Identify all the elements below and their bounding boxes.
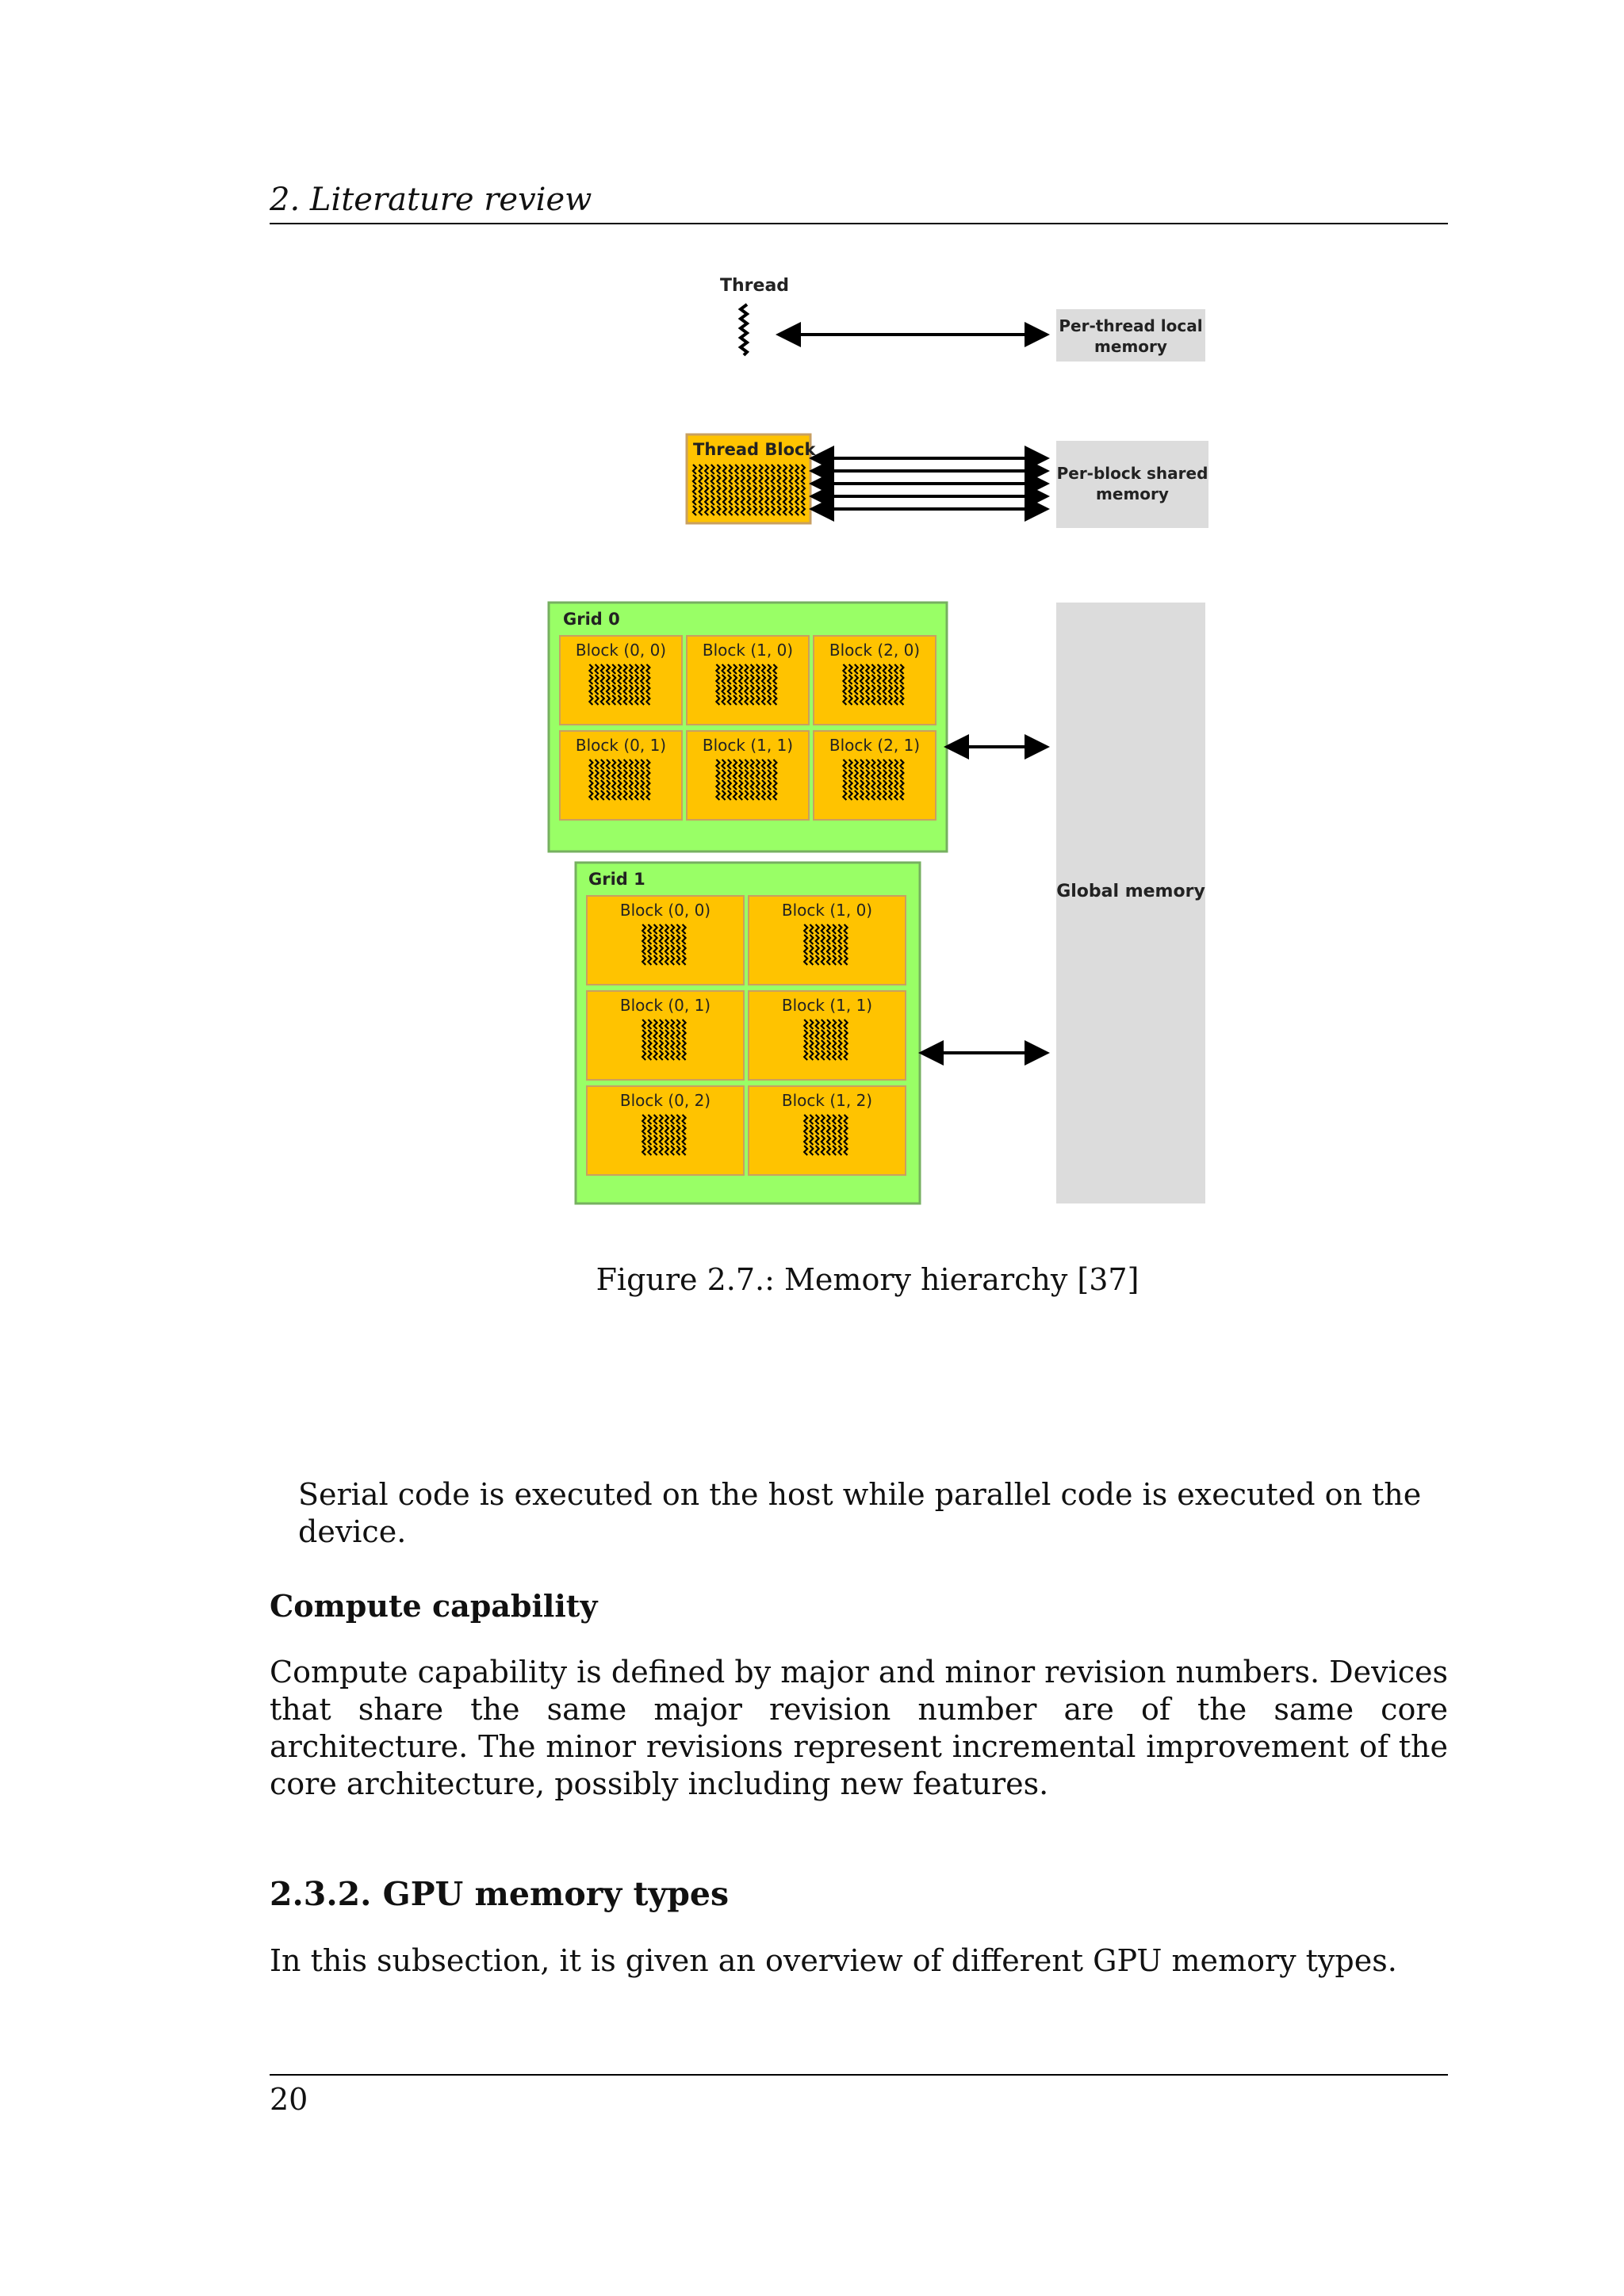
grid-1-block-2: Block (1, 0) — [748, 895, 906, 985]
global-memory-box — [1056, 603, 1205, 1203]
block-label: Block (0, 0) — [620, 901, 710, 920]
thread-squiggle-icon — [737, 303, 750, 357]
running-header: 2. Literature review — [270, 182, 592, 218]
grid-1-label: Grid 1 — [588, 870, 645, 889]
grid-0-blocks: Block (0, 0) Block (1, 0) Block (2, 0) Bloc… — [559, 635, 936, 821]
thread-squiggle-icon — [841, 759, 905, 801]
figure-caption: Figure 2.7.: Memory hierarchy [37] — [596, 1262, 1139, 1297]
grid-1-block-1: Block (0, 0) — [586, 895, 745, 985]
grid-0-label: Grid 0 — [563, 610, 620, 629]
block-label: Block (1, 0) — [703, 641, 793, 660]
memory-hierarchy-diagram: Thread Per-thread local memory Thread Bl… — [547, 276, 1208, 1205]
block-label: Block (1, 2) — [782, 1091, 872, 1110]
global-memory-label: Global memory — [1056, 882, 1205, 901]
thread-label: Thread — [720, 276, 789, 296]
grid-0-block-5: Block (1, 1) — [686, 730, 810, 821]
thread-block-label: Thread Block — [693, 440, 816, 459]
local-memory-box — [1056, 309, 1205, 362]
block-label: Block (1, 0) — [782, 901, 872, 920]
thread-squiggle-icon — [802, 924, 849, 966]
compute-capability-paragraph: Compute capability is defined by major a… — [270, 1655, 1449, 1801]
grid-0-block-3: Block (2, 0) — [813, 635, 936, 725]
thread-squiggle-icon — [841, 664, 905, 706]
shared-memory-label-1: Per-block shared — [1057, 464, 1208, 483]
block-label: Block (1, 1) — [782, 996, 872, 1015]
grid-1-block-5: Block (0, 2) — [586, 1085, 745, 1176]
block-box — [686, 635, 810, 725]
grid-0-block-6: Block (2, 1) — [813, 730, 936, 821]
block-box — [813, 635, 936, 725]
shared-memory-arrows — [809, 446, 1050, 522]
block-label: Block (2, 0) — [829, 641, 920, 660]
local-memory-label-2: memory — [1094, 337, 1167, 356]
gpu-memory-paragraph: In this subsection, it is given an overv… — [270, 1943, 1397, 1978]
block-label: Block (1, 1) — [703, 736, 793, 755]
thread-squiggle-icon — [641, 1114, 688, 1156]
page-number: 20 — [270, 2082, 308, 2117]
thread-squiggle-icon — [714, 664, 778, 706]
memory-hierarchy-figure: Thread Per-thread local memory Thread Bl… — [539, 270, 1221, 1300]
local-memory-label-1: Per-thread local — [1059, 316, 1202, 335]
footer-rule — [270, 2074, 1448, 2076]
block-box — [559, 730, 683, 821]
thread-squiggle-icon — [802, 1114, 849, 1156]
grid-0-block-1: Block (0, 0) — [559, 635, 683, 725]
block-box — [686, 730, 810, 821]
block-box — [586, 895, 745, 985]
thread-squiggle-icon — [691, 464, 806, 516]
thread-block-threads — [691, 464, 806, 516]
grid-1-blocks: Block (0, 0) Block (1, 0) Block (0, 1) Bloc… — [586, 895, 906, 1176]
thread-squiggle-icon — [802, 1019, 849, 1061]
block-box — [813, 730, 936, 821]
block-label: Block (0, 1) — [576, 736, 666, 755]
thread-squiggle-icon — [588, 664, 651, 706]
header-rule — [270, 223, 1448, 224]
grid-1-block-3: Block (0, 1) — [586, 990, 745, 1081]
block-label: Block (0, 2) — [620, 1091, 710, 1110]
section-heading: 2.3.2. GPU memory types — [270, 1875, 730, 1913]
block-label: Block (0, 0) — [576, 641, 666, 660]
compute-capability-heading: Compute capability — [270, 1588, 598, 1624]
grid-1-block-4: Block (1, 1) — [748, 990, 906, 1081]
grid-1-block-6: Block (1, 2) — [748, 1085, 906, 1176]
block-label: Block (2, 1) — [829, 736, 920, 755]
serial-code-paragraph: Serial code is executed on the host whil… — [298, 1477, 1422, 1549]
shared-memory-box — [1056, 441, 1208, 528]
grid-0-block-2: Block (1, 0) — [686, 635, 810, 725]
shared-memory-label-2: memory — [1096, 484, 1169, 503]
block-label: Block (0, 1) — [620, 996, 710, 1015]
thread-squiggle-icon — [641, 924, 688, 966]
grid-0-block-4: Block (0, 1) — [559, 730, 683, 821]
thread-squiggle-icon — [588, 759, 651, 801]
thread-squiggle-icon — [641, 1019, 688, 1061]
block-box — [559, 635, 683, 725]
thread-squiggle-icon — [714, 759, 778, 801]
